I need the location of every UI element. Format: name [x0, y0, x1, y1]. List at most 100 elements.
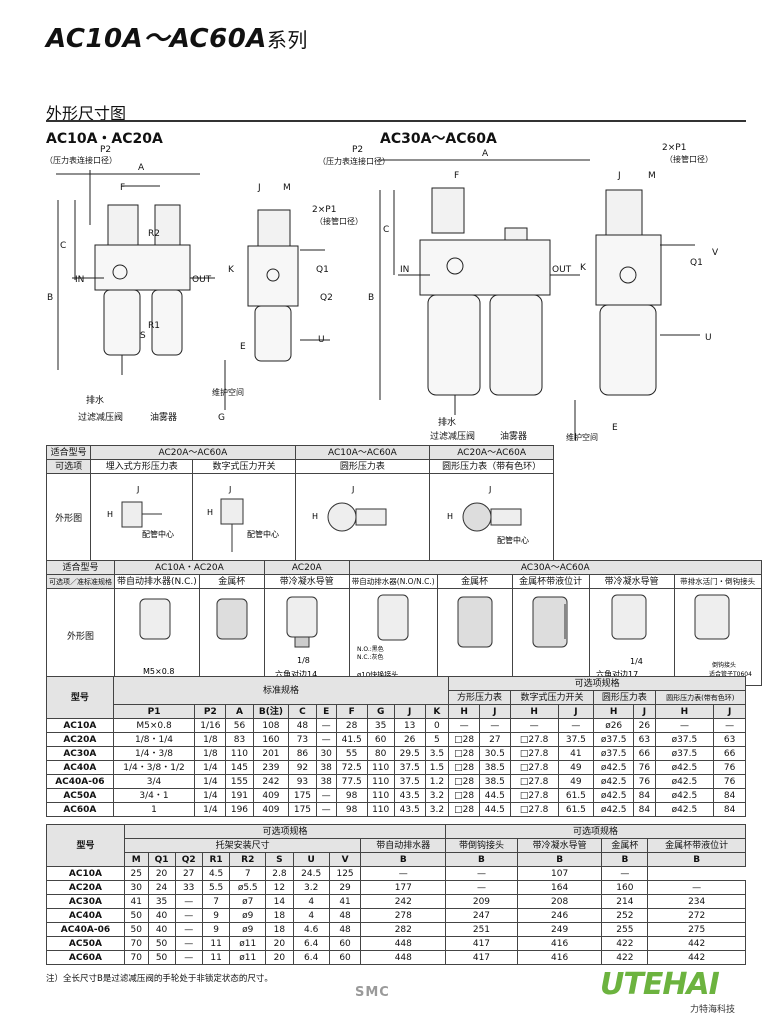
table-cell: AC30A～AC60A	[348, 560, 762, 575]
label-lub-right: 油雾器	[500, 430, 527, 442]
value-cell: 9	[201, 908, 231, 923]
value-cell: 242	[360, 894, 447, 909]
label-v-right: V	[712, 248, 719, 258]
table-cell: 托架安装尺寸	[123, 838, 362, 853]
value-cell: 422	[601, 936, 649, 951]
value-cell: □27.8	[509, 732, 559, 747]
value-cell: 61.5	[557, 788, 595, 803]
value-cell: 1/8	[194, 732, 227, 747]
model-cell: AC30A	[46, 894, 125, 909]
label-e: E	[240, 342, 246, 352]
value-cell: 3.2	[424, 802, 450, 817]
value-cell: 11	[201, 936, 231, 951]
label-q1-right: Q1	[690, 258, 703, 268]
value-cell: 44.5	[478, 802, 511, 817]
label-j: J	[257, 183, 261, 193]
value-cell: □27.8	[509, 788, 559, 803]
value-cell: ø42.5	[654, 788, 715, 803]
label-p2-right: P2	[352, 145, 363, 155]
value-cell: —	[174, 950, 203, 965]
table-cell: AC10A～AC60A	[294, 445, 431, 460]
value-cell: 196	[225, 802, 254, 817]
label-p2-note-right: （压力表连接口径）	[318, 156, 390, 166]
smc-logo: SMC	[355, 985, 390, 1000]
value-cell: 41.5	[335, 732, 368, 747]
t1-col-header: P1	[112, 704, 196, 719]
value-cell: 246	[516, 908, 603, 923]
value-cell: 416	[516, 950, 603, 965]
label-u: U	[318, 335, 325, 345]
value-cell: 3/4・1	[112, 788, 196, 803]
value-cell: 37.5	[393, 774, 426, 789]
value-cell: —	[647, 880, 746, 895]
table-cell: 可选项	[45, 459, 92, 474]
value-cell: —	[174, 894, 203, 909]
value-cell: 25	[123, 866, 149, 881]
opt-metal-bowl-30-img	[457, 596, 493, 648]
label-k-right: K	[580, 263, 587, 273]
value-cell: —	[315, 802, 337, 817]
value-cell: ø42.5	[593, 774, 635, 789]
value-cell: 56	[225, 718, 254, 733]
value-cell: 209	[445, 894, 518, 909]
table-cell: 带自动排水器	[360, 838, 447, 853]
value-cell: 175	[288, 802, 317, 817]
value-cell: 18	[265, 922, 294, 937]
value-cell: 108	[252, 718, 290, 733]
label-p1-right: 2×P1	[662, 143, 686, 153]
value-cell: 417	[445, 950, 518, 965]
value-cell: 164	[516, 880, 603, 895]
value-cell: —	[509, 718, 559, 733]
value-cell: 18	[265, 908, 294, 923]
value-cell: 61.5	[557, 802, 595, 817]
value-cell: —	[445, 866, 518, 881]
value-cell: 1/16	[194, 718, 227, 733]
svg-text:J: J	[351, 485, 354, 494]
value-cell: 251	[445, 922, 518, 937]
value-cell: 50	[123, 908, 149, 923]
value-cell: □28	[448, 732, 480, 747]
value-cell: ø42.5	[654, 802, 715, 817]
value-cell: ø11	[229, 936, 267, 951]
t2-col-header: B	[360, 852, 447, 867]
value-cell: 60	[328, 936, 362, 951]
value-cell: 70	[123, 936, 149, 951]
value-cell: 14	[265, 894, 294, 909]
table-cell: 数字式压力开关	[509, 690, 595, 705]
table-cell: 外形图	[46, 588, 115, 686]
label-out-right: OUT	[552, 265, 572, 275]
label-b-right: B	[368, 293, 374, 303]
table-cell: 带自动排水器(N.C.)	[114, 574, 200, 589]
value-cell: ø9	[229, 908, 267, 923]
value-cell: 29	[328, 880, 362, 895]
value-cell: —	[557, 718, 595, 733]
heading-rule	[46, 120, 746, 122]
value-cell: 93	[288, 774, 317, 789]
dimension-table-2: 型号可选项规格可选项规格 托架安装尺寸带自动排水器带倒钩接头带冷凝水导管金属杯金…	[46, 824, 746, 965]
label-lub: 油雾器	[150, 411, 177, 423]
svg-text:配管中心: 配管中心	[247, 529, 279, 539]
table-cell: 金属杯	[601, 838, 649, 853]
value-cell: 1	[112, 802, 196, 817]
table-cell: 金属杯	[198, 574, 265, 589]
label-c: C	[60, 241, 66, 251]
model-cell: AC40A	[46, 908, 125, 923]
svg-text:六角对边17: 六角对边17	[596, 669, 638, 679]
value-cell: 72.5	[335, 760, 368, 775]
t2-col-header: Q1	[147, 852, 176, 867]
t2-col-header: B	[445, 852, 518, 867]
value-cell: □27.8	[509, 746, 559, 761]
value-cell: 38	[315, 760, 337, 775]
value-cell: 38.5	[478, 760, 511, 775]
label-m-right: M	[648, 171, 656, 181]
value-cell: 98	[335, 802, 368, 817]
value-cell: ø42.5	[654, 760, 715, 775]
